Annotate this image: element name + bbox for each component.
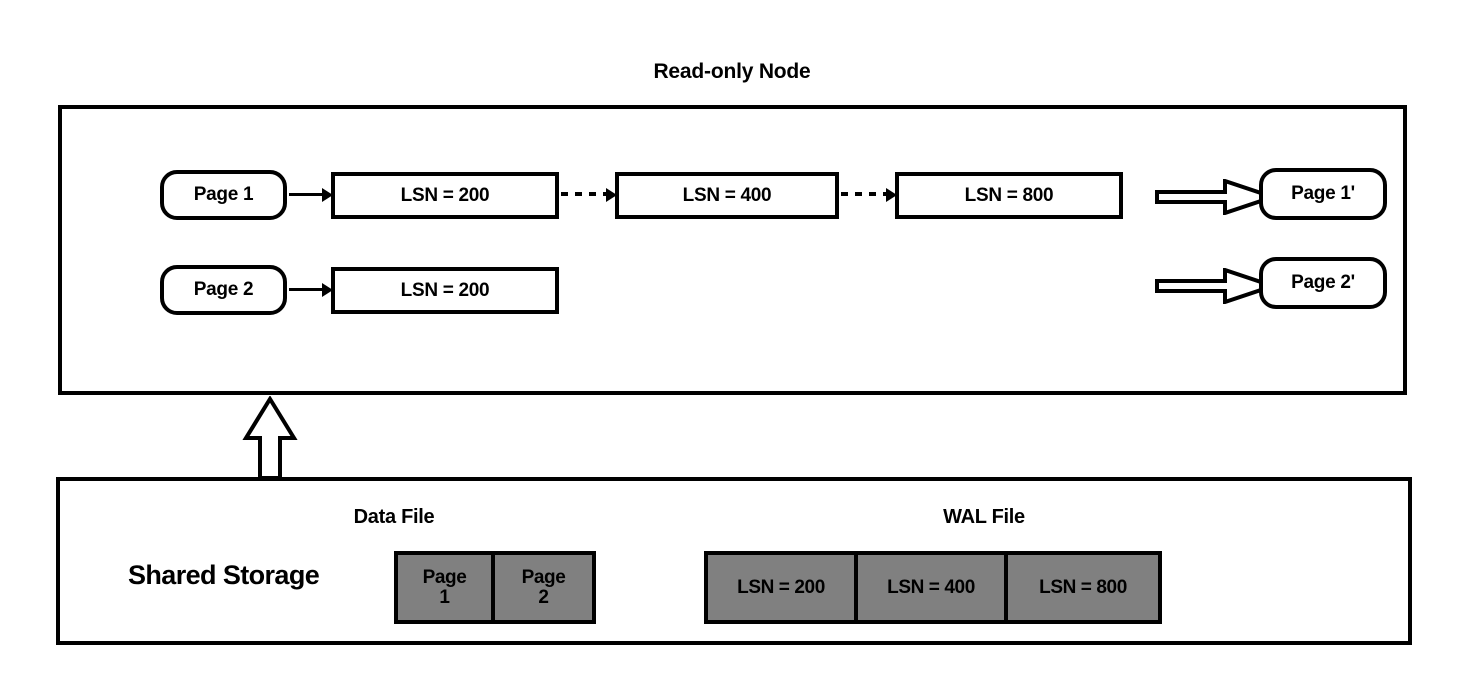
wal-file-cell[interactable]: LSN = 800 [1008, 555, 1158, 620]
page-source-pill-1[interactable]: Page 1 [160, 170, 287, 220]
data-file-cell[interactable]: Page 2 [495, 555, 592, 620]
lsn-box-row1-2[interactable]: LSN = 800 [895, 172, 1123, 219]
lsn-box-row1-1[interactable]: LSN = 400 [615, 172, 839, 219]
wal-file-cell[interactable]: LSN = 200 [708, 555, 858, 620]
arrow-page1-to-lsn200 [289, 188, 333, 202]
page-source-pill-2[interactable]: Page 2 [160, 265, 287, 315]
arrow-head [886, 188, 897, 202]
lsn-box-row2-0[interactable]: LSN = 200 [331, 267, 559, 314]
dotted-arrow-lsn200-to-lsn400 [561, 188, 617, 202]
block-arrow-right-icon-row2 [1155, 268, 1275, 304]
lsn-box-row1-0[interactable]: LSN = 200 [331, 172, 559, 219]
page-title: Read-only Node [653, 60, 811, 83]
data-file-cell[interactable]: Page 1 [398, 555, 495, 620]
wal-file-strip: LSN = 200 LSN = 400 LSN = 800 [704, 551, 1162, 624]
arrow-head [606, 188, 617, 202]
wal-file-title: WAL File [943, 506, 1025, 528]
shared-storage-label: Shared Storage [128, 560, 320, 590]
data-file-title: Data File [353, 506, 435, 528]
page-result-pill-1[interactable]: Page 1' [1259, 168, 1387, 220]
arrow-shaft [289, 288, 322, 291]
arrow-head [322, 283, 333, 297]
arrow-page2-to-lsn200 [289, 283, 333, 297]
block-arrow-up-icon [242, 396, 298, 480]
wal-file-cell[interactable]: LSN = 400 [858, 555, 1008, 620]
read-only-node-panel: Page 1 LSN = 200 LSN = 400 LSN = 800 Pag… [58, 105, 1407, 395]
dotted-arrow-lsn400-to-lsn800 [841, 188, 897, 202]
page-result-pill-2[interactable]: Page 2' [1259, 257, 1387, 309]
block-arrow-right-icon-row1 [1155, 179, 1275, 215]
data-file-strip: Page 1 Page 2 [394, 551, 596, 624]
arrow-head [322, 188, 333, 202]
dotted-shaft [841, 192, 886, 196]
dotted-shaft [561, 192, 606, 196]
arrow-shaft [289, 193, 322, 196]
shared-storage-panel: Shared Storage Data File Page 1 Page 2 W… [56, 477, 1412, 645]
